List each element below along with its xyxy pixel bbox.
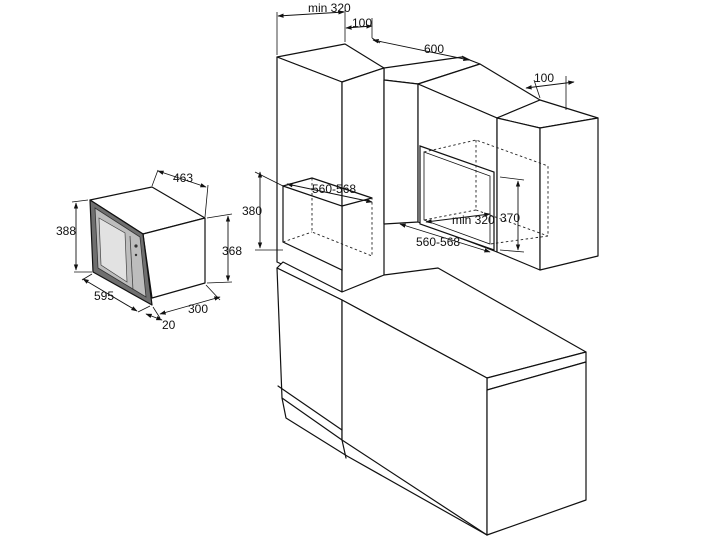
wall-cabinet-right-side bbox=[539, 117, 599, 271]
label-wall-niche-min: min 320 bbox=[452, 213, 495, 227]
label-mw-height: 388 bbox=[56, 224, 76, 238]
label-col-depth: 600 bbox=[424, 42, 444, 56]
microwave-dimensions bbox=[71, 169, 233, 321]
label-mw-inner-height: 368 bbox=[222, 244, 242, 258]
wall-cabinet-left bbox=[383, 79, 419, 225]
control-button-icon bbox=[134, 253, 138, 257]
label-col-min-width: min 320 bbox=[308, 1, 351, 15]
wall-cabinet-right-front bbox=[496, 117, 541, 271]
dimension-labels: 388 463 368 595 20 300 min 320 100 600 1… bbox=[56, 1, 554, 332]
base-cabinet-side bbox=[486, 361, 587, 536]
label-mw-body-depth: 300 bbox=[188, 302, 208, 316]
control-knob-icon bbox=[134, 244, 138, 248]
label-wall-offset: 100 bbox=[534, 71, 554, 85]
wall-cabinets bbox=[276, 43, 599, 293]
cabinet-dimensions bbox=[254, 10, 575, 253]
label-mw-frame: 20 bbox=[162, 318, 176, 332]
label-col-niche-width: 560-568 bbox=[312, 182, 356, 196]
label-mw-depth: 463 bbox=[173, 171, 193, 185]
label-col-niche-height: 380 bbox=[242, 204, 262, 218]
microwave-oven bbox=[89, 186, 206, 306]
column-front bbox=[341, 67, 385, 293]
label-wall-niche-width: 560-568 bbox=[416, 235, 460, 249]
label-mw-width: 595 bbox=[94, 289, 114, 303]
label-wall-niche-height: 370 bbox=[500, 211, 520, 225]
label-col-offset: 100 bbox=[352, 16, 372, 30]
base-cabinets bbox=[276, 261, 587, 536]
